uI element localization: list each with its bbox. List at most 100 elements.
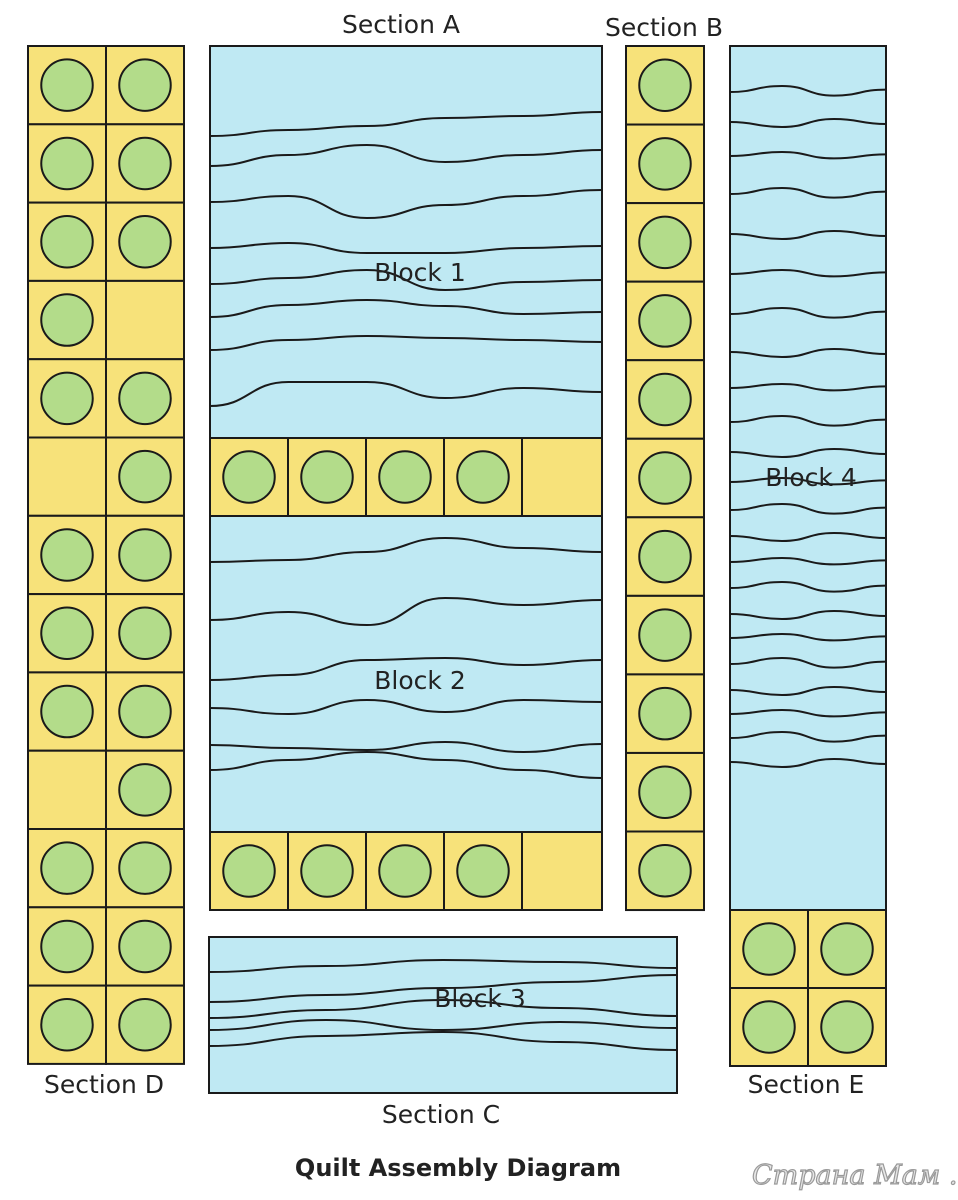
block-4-wave-line (729, 685, 887, 697)
block-4-wave-line (729, 382, 887, 392)
section-a-middle-row-cell-plain-square (521, 437, 603, 517)
section-d-cell-dot (40, 684, 94, 739)
section-b-cell-dot (638, 451, 692, 505)
watermark: Страна Мам . ру (751, 1159, 958, 1191)
block-1-wave-line (209, 143, 603, 167)
block-3-wave-line (208, 958, 678, 973)
block-2-wave-line (209, 740, 603, 754)
section-d-cell-dot (118, 763, 172, 817)
block-4-wave-line (729, 730, 887, 743)
section-b-cell-dot (638, 58, 692, 113)
diagram-title: Quilt Assembly Diagram (294, 1154, 622, 1182)
section-a-middle-row-cell-dot (456, 450, 510, 504)
section-a-bottom-row-cell-dot (300, 844, 354, 898)
section-a-middle-row-cell-dot (300, 450, 354, 504)
section-d-cell-plain-square (27, 436, 107, 517)
section-d-cell-dot (40, 293, 94, 347)
block-1-wave-line (209, 334, 603, 351)
block-2-wave-line (209, 656, 603, 681)
block-4-wave-line (729, 117, 887, 129)
block-4-wave-line (729, 268, 887, 278)
section-d-cell-dot (118, 58, 172, 112)
section-d-cell-dot (118, 449, 172, 504)
section-a-label: Section A (342, 10, 460, 39)
block-4-wave-line (729, 447, 887, 459)
block-2-label: Block 2 (374, 666, 466, 695)
block-4-wave-line (729, 347, 887, 359)
section-d-cell-dot (40, 841, 94, 895)
section-d-cell-plain-square (27, 749, 107, 831)
section-b-cell-dot (638, 215, 692, 270)
block-1-wave-line (209, 298, 603, 318)
block-3-wave-line (208, 998, 678, 1019)
block-2-wave-line (209, 536, 603, 563)
section-c-label: Section C (381, 1100, 501, 1129)
section-d-cell-dot (118, 371, 172, 426)
section-e-cell-dot (820, 1000, 874, 1054)
block-4-wave-line (729, 609, 887, 621)
block-1-wave-line (209, 189, 603, 220)
section-a-middle-row-cell-dot (378, 450, 432, 504)
block-4-wave-line (729, 414, 887, 427)
section-e-cell-dot (742, 1000, 796, 1054)
block-4-wave-line (729, 84, 887, 97)
section-d-cell-dot (118, 841, 172, 895)
section-b-cell-dot (638, 294, 692, 348)
section-b-cell-dot (638, 372, 692, 427)
section-b-label: Section B (605, 13, 723, 42)
section-b-cell-dot (638, 137, 692, 191)
section-b-cell-dot (638, 765, 692, 819)
section-d-cell-dot (118, 606, 172, 660)
section-a-bottom-row-cell-dot (456, 844, 510, 898)
block-4-label: Block 4 (765, 463, 857, 492)
block-1-label: Block 1 (374, 258, 466, 287)
block-4-wave-line (729, 531, 887, 543)
section-b-cell-dot (638, 844, 692, 898)
block-4-wave-line (729, 150, 887, 160)
block-4-wave-line (729, 656, 887, 669)
section-a-middle-row-cell-dot (222, 450, 276, 504)
block-4-wave-line (729, 632, 887, 642)
block-3-wave-line (208, 1030, 678, 1051)
block-1-panel (209, 45, 603, 439)
section-d-cell-plain-square (105, 279, 185, 361)
block-1-wave-line (209, 241, 603, 255)
section-e-cell-dot (742, 922, 796, 976)
section-b-cell-dot (638, 686, 692, 741)
block-4-wave-line (729, 708, 887, 718)
section-b-cell-dot (638, 608, 692, 662)
section-d-cell-dot (118, 136, 172, 191)
section-d-cell-dot (40, 528, 94, 582)
section-b-cell-dot (638, 529, 692, 584)
section-d-cell-dot (118, 215, 172, 269)
section-d-label: Section D (43, 1070, 165, 1099)
block-4-wave-line (729, 476, 887, 486)
block-4-wave-line (729, 757, 887, 769)
section-d-cell-dot (40, 58, 94, 112)
section-d-cell-dot (40, 371, 94, 426)
section-a-bottom-row-cell-plain-square (521, 831, 603, 911)
section-d-cell-dot (40, 606, 94, 660)
section-d-cell-dot (118, 528, 172, 582)
section-d-cell-dot (40, 136, 94, 191)
block-4-wave-line (729, 306, 887, 319)
section-d-cell-dot (118, 684, 172, 739)
block-4-wave-line (729, 556, 887, 566)
section-e-cell-dot (820, 922, 874, 976)
block-2-wave-line (209, 750, 603, 779)
block-1-wave-line (209, 268, 603, 292)
section-d-cell-dot (40, 998, 94, 1052)
section-e-label: Section E (747, 1070, 865, 1099)
block-1-wave-line (209, 111, 603, 137)
section-a-bottom-row-cell-dot (222, 844, 276, 898)
block-1-wave-line (209, 380, 603, 407)
block-2-wave-line (209, 698, 603, 716)
block-3-wave-line (208, 1018, 678, 1032)
section-d-cell-dot (40, 919, 94, 974)
block-4-wave-line (729, 186, 887, 199)
block-3-label: Block 3 (434, 984, 526, 1013)
section-d-cell-dot (118, 919, 172, 974)
section-a-bottom-row-cell-dot (378, 844, 432, 898)
